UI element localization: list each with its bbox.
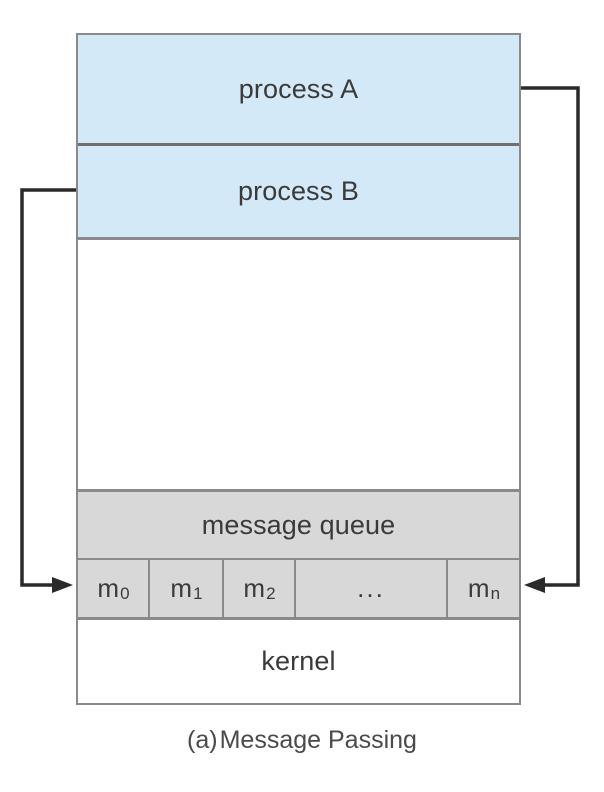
connector-process-a-to-mn-path: [521, 86, 580, 587]
message-cell-m2-sub: 2: [266, 583, 276, 603]
message-cell-m0-base: m: [97, 573, 120, 603]
process-a-band: process A: [78, 35, 519, 146]
message-cell-mn-base: m: [467, 573, 490, 603]
message-cell-m1-base: m: [170, 573, 193, 603]
process-b-band: process B: [78, 146, 519, 240]
figure-caption: (a)Message Passing: [0, 726, 604, 755]
message-cell-m1-sub: 1: [193, 583, 203, 603]
message-queue-band: message queue: [78, 492, 519, 560]
user-space-empty-band: [78, 240, 519, 492]
figure-caption-text: Message Passing: [219, 726, 417, 754]
message-cell-m0-sub: 0: [120, 583, 130, 603]
message-cell-ellipsis: ...: [296, 560, 448, 617]
connector-process-a-to-mn: [521, 86, 580, 593]
process-a-label: process A: [238, 73, 359, 104]
message-cell-m2-base: m: [243, 573, 266, 603]
message-queue-label: message queue: [201, 509, 396, 540]
figure-caption-index: (a): [187, 726, 218, 754]
process-b-label: process B: [238, 176, 359, 206]
kernel-label: kernel: [261, 646, 336, 676]
arrowhead-right-into-m0: [52, 577, 73, 593]
message-cell-mn-sub: n: [490, 583, 501, 603]
kernel-band: kernel: [78, 620, 519, 703]
message-cell-ellipsis-base: ...: [357, 573, 385, 603]
connector-process-b-to-m0: [20, 188, 76, 593]
connector-process-b-to-m0-path: [20, 188, 76, 587]
arrowhead-left-into-mn: [524, 577, 545, 593]
